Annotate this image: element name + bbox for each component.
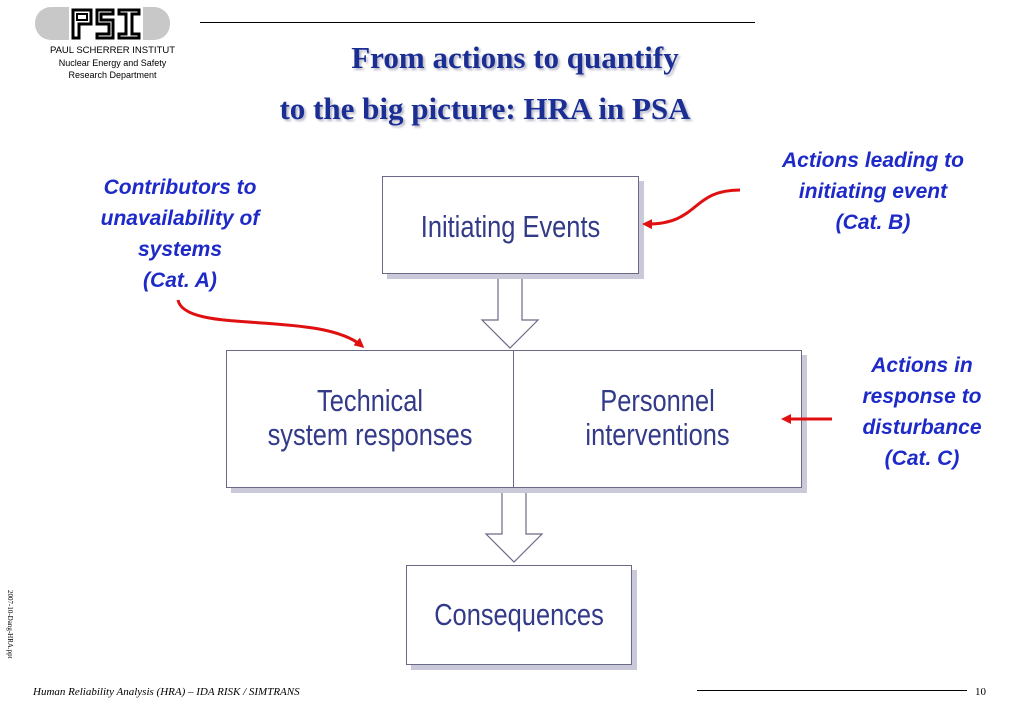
cat-c-line-1: Actions in <box>871 354 973 377</box>
personnel-label-line-2: interventions <box>585 417 730 452</box>
page-number: 10 <box>975 686 986 698</box>
cat-c-line-4: (Cat. C) <box>884 447 960 470</box>
technical-label-line-1: Technical <box>317 383 423 418</box>
technical-system-responses: Technical system responses <box>227 384 513 452</box>
cat-a-line-3: systems <box>137 238 223 261</box>
cat-a-line-2: unavailability of <box>100 207 260 230</box>
institute-name: PAUL SCHERRER INSTITUT <box>49 45 176 56</box>
initiating-events-label: Initiating Events <box>420 209 601 244</box>
initiating-events-box: Initiating Events <box>382 176 639 274</box>
title-line-1: From actions to quantify <box>351 40 679 75</box>
consequences-box: Consequences <box>406 565 632 665</box>
annotation-cat-c: Actions in response to disturbance (Cat.… <box>836 350 1008 474</box>
cat-c-line-2: response to <box>862 385 982 408</box>
arrow-initiating-to-response <box>480 274 540 349</box>
annotation-cat-a: Contributors to unavailability of system… <box>60 172 300 296</box>
personnel-interventions: Personnel interventions <box>514 384 801 452</box>
red-arrow-cat-b <box>642 188 741 230</box>
footer-text: Human Reliability Analysis (HRA) – IDA R… <box>33 686 300 698</box>
consequences-label: Consequences <box>434 597 604 632</box>
system-response-box: Technical system responses Personnel int… <box>226 350 802 488</box>
institute-division: Nuclear Energy and Safety <box>58 58 167 68</box>
cat-b-line-3: (Cat. B) <box>835 211 911 234</box>
box-divider <box>513 351 514 487</box>
technical-label-line-2: system responses <box>267 417 473 452</box>
red-arrow-cat-a <box>176 299 365 348</box>
personnel-label-line-1: Personnel <box>600 383 715 418</box>
side-file-label: 2007-10-Dang-HRA.ppt <box>6 590 14 659</box>
title-line-2: to the big picture: HRA in PSA <box>279 91 691 126</box>
arrow-response-to-consequences <box>484 488 544 563</box>
cat-c-line-3: disturbance <box>862 416 982 439</box>
institute-department: Research Department <box>68 70 157 80</box>
footer-rule <box>697 690 967 691</box>
side-file-label-text: 2007-10-Dang-HRA.ppt <box>6 590 14 659</box>
annotation-cat-b: Actions leading to initiating event (Cat… <box>748 145 998 238</box>
header-rule <box>200 22 755 23</box>
cat-a-line-4: (Cat. A) <box>143 269 217 292</box>
cat-b-line-2: initiating event <box>798 180 948 203</box>
cat-a-line-1: Contributors to <box>103 176 257 199</box>
psi-logo <box>35 7 170 40</box>
cat-b-line-1: Actions leading to <box>781 149 964 172</box>
